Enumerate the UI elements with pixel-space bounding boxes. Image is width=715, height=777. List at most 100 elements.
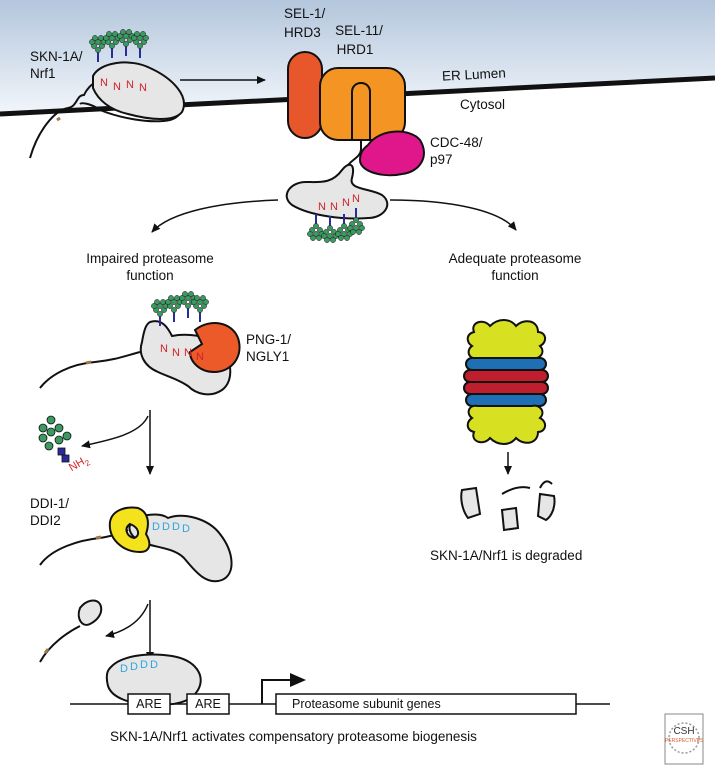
proteasome-ring-blue-1 xyxy=(465,357,547,371)
skn1a-protein-retrotranslocated xyxy=(285,163,389,220)
label-are-2: ARE xyxy=(195,697,221,711)
glycan-png1-2 xyxy=(165,295,183,322)
svg-text:N: N xyxy=(172,347,180,359)
label-cytosol: Cytosol xyxy=(460,97,506,112)
glycan-cytosol-4 xyxy=(347,208,365,235)
label-skn1a-top-line1: SKN-1A/ xyxy=(30,49,83,64)
label-ddi1-line2: DDI2 xyxy=(30,513,61,528)
skn1a-active-protein xyxy=(105,653,202,706)
label-skn1a-top: SKN-1A/ Nrf1 xyxy=(30,48,83,82)
svg-text:D: D xyxy=(120,663,128,675)
svg-text:N: N xyxy=(100,77,108,89)
svg-text:N: N xyxy=(184,347,192,359)
glycan-png1-1 xyxy=(151,299,169,326)
svg-text:D: D xyxy=(152,521,160,533)
label-proteasome-genes: Proteasome subunit genes xyxy=(292,697,441,711)
csh-logo xyxy=(664,713,704,765)
svg-text:D: D xyxy=(140,659,148,671)
are-box-1 xyxy=(127,693,171,715)
label-sel11-line2: HRD1 xyxy=(336,42,374,57)
degraded-fragments xyxy=(460,486,556,532)
label-impaired-line1: Impaired proteasome xyxy=(86,251,214,266)
label-sel1-line1: SEL-1/ xyxy=(284,6,326,21)
glycan-top-2 xyxy=(103,31,121,58)
label-er-lumen: ER Lumen xyxy=(441,65,507,84)
glycan-png1-4 xyxy=(191,295,209,322)
proteasome-ring-red-2 xyxy=(463,381,549,395)
glycan-top-3 xyxy=(117,29,135,56)
degraded-fragment-curve xyxy=(539,480,553,489)
svg-text:N: N xyxy=(196,351,204,363)
svg-text:N: N xyxy=(113,81,121,93)
cdc48-p97-protein xyxy=(358,130,425,177)
label-adequate: Adequate proteasome function xyxy=(430,250,600,284)
ddi1-ddi2-protein xyxy=(108,506,151,554)
sel1-hrd3-protein xyxy=(287,51,323,139)
svg-text:N: N xyxy=(160,343,168,355)
svg-text:N: N xyxy=(330,201,338,213)
glycan-cytosol-3 xyxy=(335,214,353,241)
label-adequate-line1: Adequate proteasome xyxy=(448,251,582,266)
proteasome-cap-bottom xyxy=(466,404,546,445)
svg-text:D: D xyxy=(172,521,180,533)
arrow-to-adequate xyxy=(389,199,517,231)
svg-text:D: D xyxy=(130,661,138,673)
svg-text:D: D xyxy=(162,521,170,533)
label-png1: PNG-1/ NGLY1 xyxy=(246,331,291,365)
label-impaired-line2: function xyxy=(126,268,174,283)
label-sel11: SEL-11/ HRD1 xyxy=(325,22,385,58)
label-skn1a-top-line2: Nrf1 xyxy=(30,66,56,81)
proteasome-ring-red-1 xyxy=(463,369,549,383)
transcription-start-arrow xyxy=(261,679,292,704)
logo-text-csh: CSH xyxy=(673,726,695,737)
svg-text:N: N xyxy=(352,193,360,205)
sel11-hrd1-protein xyxy=(319,67,406,141)
svg-text:D: D xyxy=(150,659,158,671)
label-cdc48: CDC-48/ p97 xyxy=(430,134,483,168)
proteasome xyxy=(463,319,549,445)
label-sel11-line1: SEL-11/ xyxy=(335,23,383,38)
glycan-top-1 xyxy=(89,35,107,62)
label-png1-line2: NGLY1 xyxy=(246,349,290,364)
label-degraded: SKN-1A/Nrf1 is degraded xyxy=(430,548,583,563)
are-box-2 xyxy=(186,693,230,715)
svg-text:N: N xyxy=(126,79,134,91)
proteasome-cap-top xyxy=(466,319,546,360)
svg-text:N: N xyxy=(139,82,147,94)
svg-text:N: N xyxy=(318,201,326,213)
arrow-cleaved-fragment xyxy=(105,603,149,638)
glycan-png1-3 xyxy=(179,291,197,318)
label-impaired: Impaired proteasome function xyxy=(70,250,230,284)
glycan-top-4 xyxy=(131,31,149,58)
arrow-to-impaired xyxy=(151,199,279,233)
label-ddi1-line1: DDI-1/ xyxy=(30,496,70,511)
proteasome-ring-blue-2 xyxy=(465,393,547,407)
label-cdc48-line2: p97 xyxy=(430,152,453,167)
degraded-fragment-line xyxy=(501,486,531,495)
svg-text:N: N xyxy=(342,197,350,209)
glycan-cytosol-2 xyxy=(321,216,339,243)
logo-text-perspectives: PERSPECTIVES xyxy=(665,738,704,744)
label-adequate-line2: function xyxy=(491,268,539,283)
label-png1-line1: PNG-1/ xyxy=(246,332,292,347)
arrow-glycan-release xyxy=(81,415,149,449)
label-ddi1: DDI-1/ DDI2 xyxy=(30,495,69,529)
svg-text:D: D xyxy=(182,523,190,535)
cleaved-n-terminal-fragment xyxy=(39,599,103,663)
label-are-1: ARE xyxy=(136,697,162,711)
label-cdc48-line1: CDC-48/ xyxy=(430,135,483,150)
label-activates: SKN-1A/Nrf1 activates compensatory prote… xyxy=(110,729,477,744)
label-sel1-line2: HRD3 xyxy=(284,25,321,40)
label-sel1: SEL-1/ HRD3 xyxy=(284,5,325,41)
skn1a-protein-top xyxy=(29,61,185,159)
released-glycan xyxy=(38,415,72,463)
png1-ngly1-protein xyxy=(188,322,241,374)
proteasome-gene-box xyxy=(275,693,577,715)
